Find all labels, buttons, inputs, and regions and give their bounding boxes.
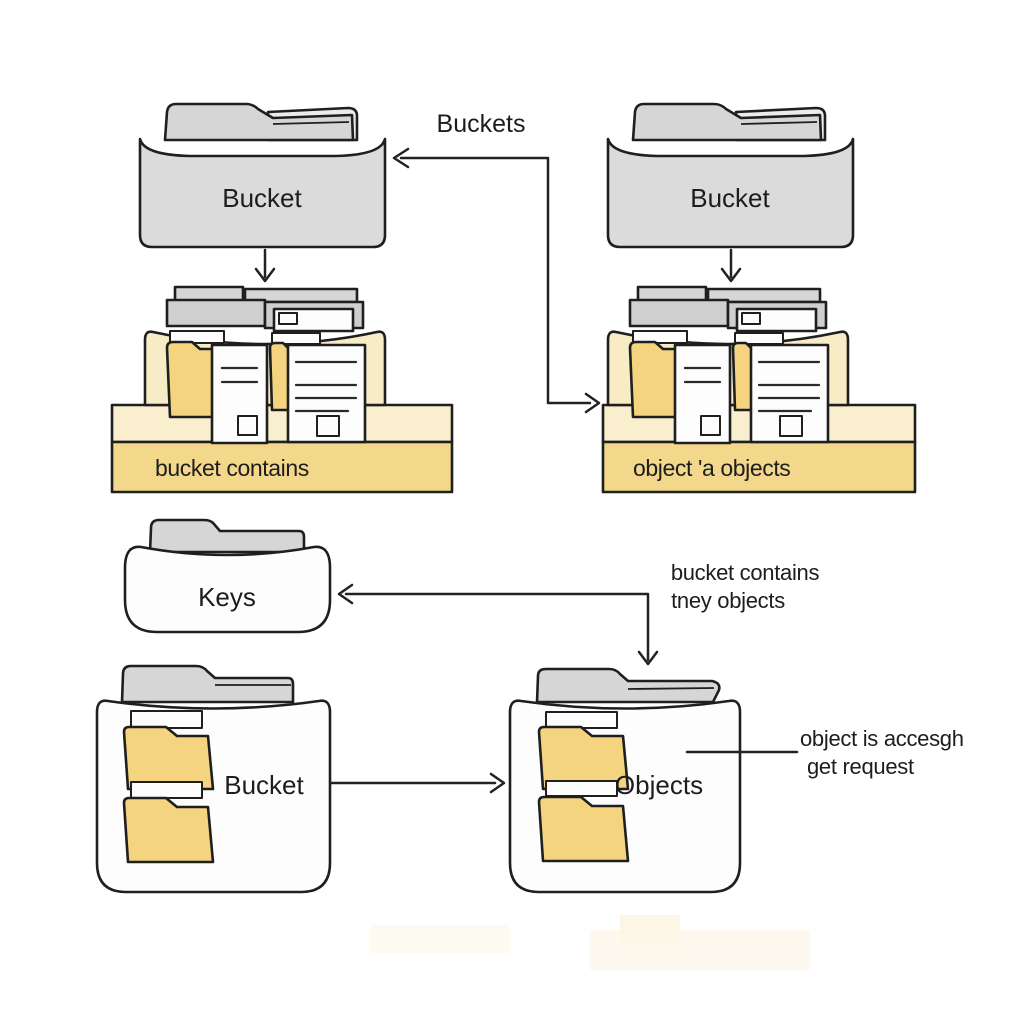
document-2 [286, 343, 367, 444]
bucket-label: Bucket [222, 183, 302, 213]
folder-tab-paper [632, 330, 688, 344]
folder-tab-accent [740, 121, 818, 125]
stack-banner [110, 440, 454, 494]
folder-tab [120, 664, 295, 704]
folder-paper [545, 711, 618, 729]
bucket-contents-stack-right: object 'a objects [601, 285, 917, 494]
arrowhead-right-icon [584, 392, 601, 414]
folder-tab-accent [272, 121, 350, 125]
document-square [316, 415, 340, 437]
gray-folder-left [628, 298, 730, 328]
folder-tab [631, 102, 823, 142]
yellow-folder-1 [537, 711, 630, 791]
yellow-folder-1 [165, 340, 218, 419]
folder-shape [122, 725, 215, 791]
document-text-lines [294, 360, 358, 413]
arrowhead-down-icon [720, 267, 742, 283]
document-text-lines [220, 366, 259, 384]
arrowhead-left-icon [337, 583, 354, 605]
folder-tab-paper [169, 330, 225, 344]
document-square [237, 415, 258, 436]
keys-label: Keys [198, 582, 256, 612]
arrowhead-down-icon [637, 650, 659, 666]
gray-folder-left [165, 298, 267, 328]
folder-shape [537, 725, 630, 791]
yellow-folder-1 [628, 340, 681, 419]
right-annotation-line1: object is accesgh [800, 726, 964, 751]
paper-label [741, 312, 761, 325]
document-1 [210, 343, 269, 445]
stack-banner [601, 440, 917, 494]
document-text-lines [757, 360, 821, 413]
document-square [779, 415, 803, 437]
connectors-middle [337, 583, 659, 666]
folder-paper [545, 780, 618, 797]
bucket-label: Bucket [224, 770, 304, 800]
arrowhead-down-icon [254, 267, 276, 283]
bucket-label: Bucket [690, 183, 770, 213]
folder-shape [122, 796, 215, 864]
paper-label [278, 312, 298, 325]
bucket-folder-top-left: Bucket [138, 102, 387, 249]
bucket-folder-top-right: Bucket [606, 102, 855, 249]
folder-paper [130, 781, 203, 799]
smudge [370, 925, 510, 953]
bucket-container-bottom-left: Bucket [95, 664, 332, 894]
stack-caption: object 'a objects [633, 455, 790, 481]
connectors-top [254, 147, 742, 414]
objects-container: Objects [508, 667, 742, 894]
document-text-lines [683, 366, 722, 384]
smudge [620, 915, 680, 945]
folder-body [123, 545, 332, 634]
keys-folder: Keys [123, 518, 332, 634]
connector-keys-elbow [344, 592, 650, 662]
folder-shape [537, 795, 630, 863]
middle-annotation-line1: bucket contains [671, 560, 820, 585]
stack-caption: bucket contains [155, 455, 309, 481]
document-2 [749, 343, 830, 444]
arrowhead-left-icon [392, 147, 410, 169]
connector-bucket-objects [329, 772, 506, 794]
buckets-annotation: Buckets [437, 110, 526, 138]
yellow-folder-2 [537, 780, 630, 863]
folder-tab-accent [627, 687, 715, 690]
folder-paper [130, 710, 203, 729]
arrowhead-right-icon [489, 772, 506, 794]
right-annotation-line2: get request [807, 754, 914, 779]
folder-body [606, 137, 855, 249]
folder-tab [163, 102, 355, 142]
connector-buckets-elbow [399, 156, 592, 405]
yellow-folder-1 [122, 710, 215, 791]
folder-body [138, 137, 387, 249]
objects-label: Objects [615, 770, 703, 800]
bucket-contents-stack-left: bucket contains [110, 285, 454, 494]
middle-annotation-line2: tney objects [671, 588, 785, 613]
background-smudges [370, 915, 810, 970]
yellow-folder-2 [122, 781, 215, 864]
document-square [700, 415, 721, 436]
folder-tab [148, 518, 306, 554]
folder-tab [535, 667, 721, 704]
document-1 [673, 343, 732, 445]
